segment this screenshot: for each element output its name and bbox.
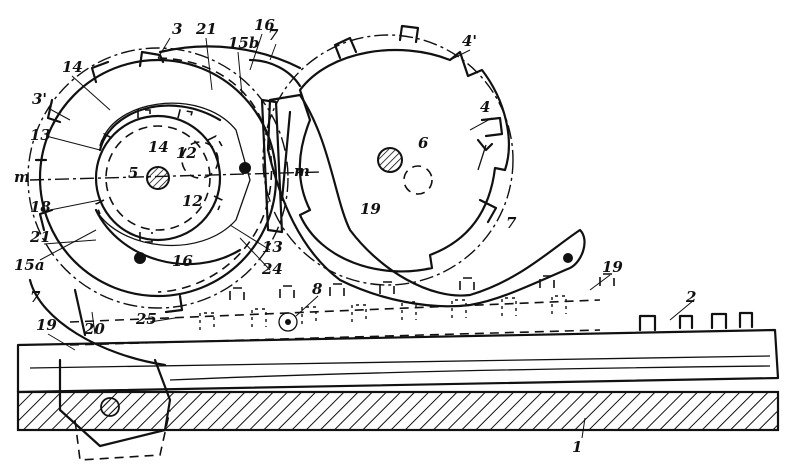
label-6: 6: [418, 134, 429, 152]
label-19-lever: 19: [360, 200, 381, 218]
inner-gear-assembly: [94, 102, 251, 266]
label-13-left: 13: [30, 126, 51, 144]
pivot-8: [278, 312, 298, 332]
base-plate-1: [16, 390, 780, 432]
label-12-upper: 12: [176, 144, 197, 162]
label-5: 5: [128, 164, 138, 182]
label-3: 3: [172, 20, 182, 38]
label-18: 18: [30, 198, 51, 216]
leader-lines: [39, 33, 695, 439]
label-19-right: 19: [602, 258, 623, 276]
ratchet-wheel-4: [262, 24, 514, 286]
label-7-left: 7: [30, 288, 41, 306]
label-1: 1: [572, 438, 582, 456]
label-4: 4: [480, 98, 490, 116]
label-13-right: 13: [262, 238, 283, 256]
label-12-lower: 12: [182, 192, 203, 210]
link-lever-19: [260, 93, 586, 308]
rack-bar-2: [16, 273, 780, 394]
center-line-m: [29, 171, 321, 181]
label-4-prime: 4': [462, 32, 477, 50]
frame-arc-7: [158, 45, 302, 88]
label-16-top: 16: [254, 16, 275, 34]
support-bracket: [28, 278, 172, 461]
label-24: 24: [261, 260, 283, 278]
label-m-right: m: [294, 162, 310, 180]
label-7-top: 7: [268, 26, 279, 44]
label-19-left: 19: [36, 316, 57, 334]
label-2: 2: [685, 288, 696, 306]
label-7-right: 7: [506, 214, 517, 232]
label-25: 25: [135, 310, 157, 328]
label-8: 8: [312, 280, 323, 298]
label-15b: 15b: [228, 34, 259, 52]
label-15a: 15a: [14, 256, 45, 274]
reference-labels: 1 2 3 3' 4 4' 5 6 7 7 7 8 12 12 13 13 14…: [14, 16, 696, 456]
label-3-prime: 3': [32, 90, 47, 108]
label-14-inner: 14: [148, 138, 169, 156]
label-21-top: 21: [195, 20, 217, 38]
label-21-left: 21: [29, 228, 51, 246]
label-16-bottom: 16: [172, 252, 193, 270]
label-m-left: m: [14, 168, 30, 186]
label-14-upper: 14: [62, 58, 83, 76]
